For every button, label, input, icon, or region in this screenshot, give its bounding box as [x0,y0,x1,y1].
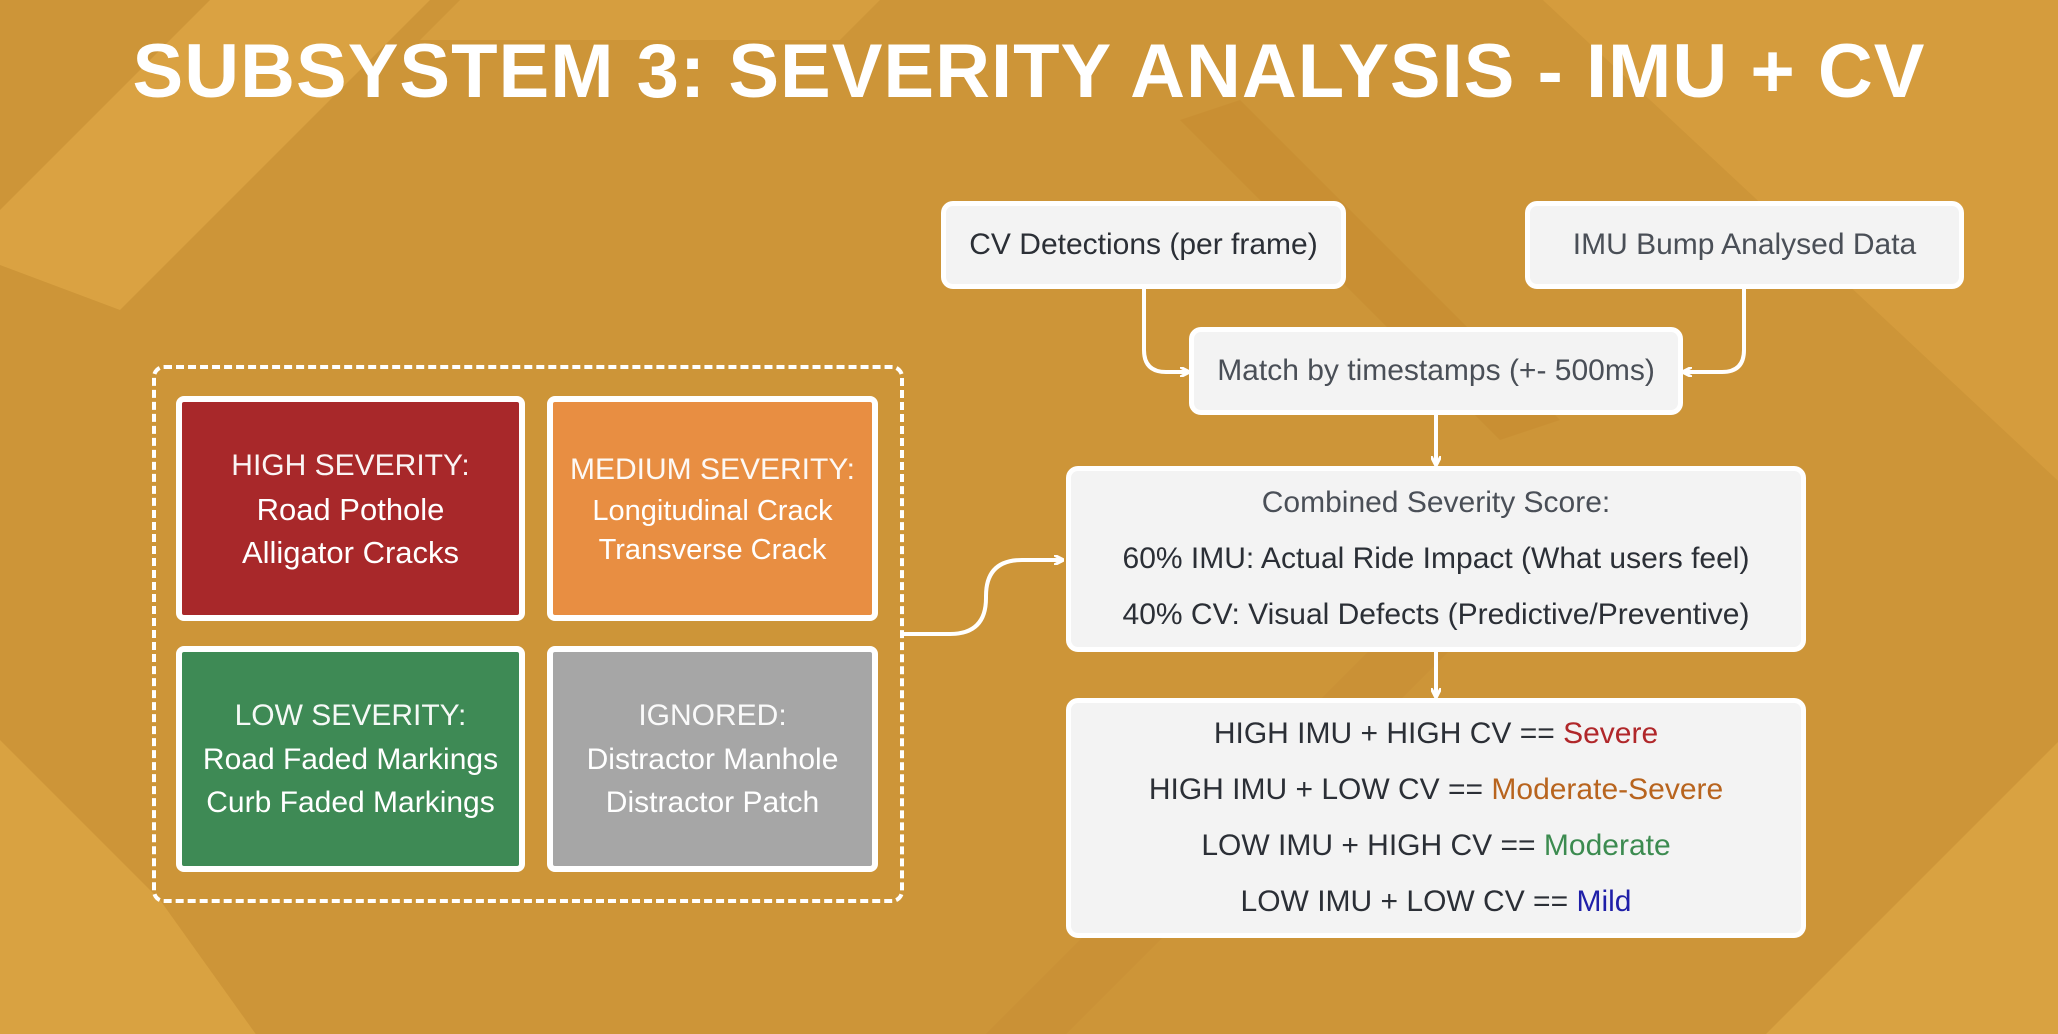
ignored-item: Distractor Patch [605,786,820,819]
high-severity-box: HIGH SEVERITY: Road Pothole Alligator Cr… [176,396,525,621]
match-timestamps-label: Match by timestamps (+- 500ms) [1217,354,1655,387]
low-severity-box: LOW SEVERITY: Road Faded Markings Curb F… [176,646,525,872]
high-severity-item: Road Pothole [256,491,445,527]
imu-weight-line: 60% IMU: Actual Ride Impact (What users … [1122,542,1750,575]
rule-row: LOW IMU + LOW CV == Mild [1241,881,1632,923]
medium-severity-item: Transverse Crack [598,533,827,566]
high-severity-heading: HIGH SEVERITY: [231,448,470,482]
imu-data-label: IMU Bump Analysed Data [1572,228,1917,261]
severity-rules-box: HIGH IMU + HIGH CV == Severe HIGH IMU + … [1066,698,1806,938]
page-title: SUBSYSTEM 3: SEVERITY ANALYSIS - IMU + C… [132,29,1926,114]
high-severity-item: Alligator Cracks [241,534,460,570]
low-severity-heading: LOW SEVERITY: [234,699,467,732]
cv-detections-box: CV Detections (per frame) [941,201,1346,289]
rule-condition: HIGH IMU + HIGH CV == [1213,717,1555,750]
rule-condition: LOW IMU + LOW CV == [1240,885,1569,918]
rule-row: LOW IMU + HIGH CV == Moderate [1201,825,1670,867]
rule-result-severe: Severe [1563,717,1659,750]
severity-categories-group [152,365,904,903]
medium-severity-item: Longitudinal Crack [592,494,833,527]
rule-row: HIGH IMU + HIGH CV == Severe [1214,713,1658,755]
rule-result-moderate: Moderate [1543,829,1671,862]
low-severity-item: Curb Faded Markings [206,786,495,819]
rule-condition: HIGH IMU + LOW CV == [1148,773,1484,806]
cv-detections-label: CV Detections (per frame) [969,228,1318,261]
low-severity-item: Road Faded Markings [202,743,499,776]
rule-result-moderate-severe: Moderate-Severe [1491,773,1724,806]
ignored-heading: IGNORED: [638,699,787,732]
arrow-cv-to-match [1142,285,1188,372]
imu-data-box: IMU Bump Analysed Data [1525,201,1964,289]
arrow-imu-to-match [1684,285,1746,372]
rule-row: HIGH IMU + LOW CV == Moderate-Severe [1149,769,1723,811]
medium-severity-box: MEDIUM SEVERITY: Longitudinal Crack Tran… [547,396,878,621]
rule-result-mild: Mild [1576,885,1632,918]
rule-condition: LOW IMU + HIGH CV == [1201,829,1536,862]
combined-score-heading: Combined Severity Score: [1261,486,1611,519]
ignored-item: Distractor Manhole [586,743,839,776]
arrow-categories-to-score [904,560,1062,636]
cv-weight-line: 40% CV: Visual Defects (Predictive/Preve… [1122,598,1750,631]
match-timestamps-box: Match by timestamps (+- 500ms) [1189,327,1683,415]
combined-score-box: Combined Severity Score: 60% IMU: Actual… [1066,466,1806,652]
medium-severity-heading: MEDIUM SEVERITY: [569,452,856,486]
ignored-box: IGNORED: Distractor Manhole Distractor P… [547,646,878,872]
